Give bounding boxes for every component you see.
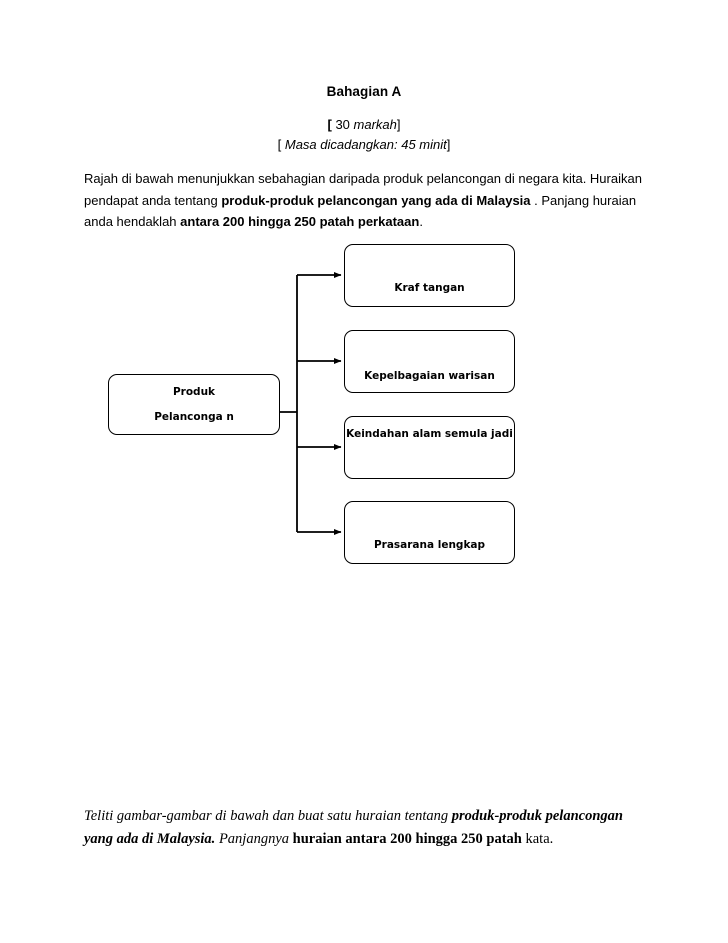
diagram-node-kepelbagaian-warisan: Kepelbagaian warisan <box>344 330 515 393</box>
leaf-label: Kraf tangan <box>394 282 465 294</box>
time-open-bracket: [ <box>277 137 282 152</box>
time-line: [ Masa dicadangkan: 45 minit] <box>0 137 728 152</box>
footer-italic-2: Panjangnya <box>215 831 293 847</box>
marks-line: [ 30 markah] <box>0 117 728 132</box>
instruction-part-3: . <box>419 214 423 229</box>
instruction-part-2: . Panjang huraian anda hendaklah <box>84 192 637 230</box>
marks-close-bracket: ] <box>396 117 401 132</box>
time-close-bracket: ] <box>446 137 451 152</box>
leaf-label: Prasarana lengkap <box>373 539 486 551</box>
leaf-label: Keindahan alam semula jadi <box>346 428 513 440</box>
footer-bolditalic-1: produk-produk pelancongan yang ada di Ma… <box>84 808 623 847</box>
time-text: Masa dicadangkan: 45 minit <box>284 137 447 152</box>
instruction-paragraph: Rajah di bawah menunjukkan sebahagian da… <box>84 168 644 233</box>
page-title: Bahagian A <box>326 84 402 99</box>
root-label-line-1: Produk <box>172 386 216 398</box>
footer-plain-1: kata. <box>525 831 554 847</box>
marks-value: 30 <box>335 117 350 132</box>
diagram-node-root: Produk Pelanconga n <box>108 374 280 435</box>
instruction-bold-1: produk-produk pelancongan yang ada di Ma… <box>221 192 531 208</box>
marks-unit: markah <box>353 117 397 132</box>
root-label-line-2: Pelanconga n <box>154 411 234 423</box>
diagram-node-prasarana-lengkap: Prasarana lengkap <box>344 501 515 564</box>
diagram-node-keindahan-alam-semula-jadi: Keindahan alam semula jadi <box>344 416 515 479</box>
diagram-node-kraf-tangan: Kraf tangan <box>344 244 515 307</box>
footer-italic-1: Teliti gambar-gambar di bawah dan buat s… <box>84 808 452 824</box>
instruction-bold-2: antara 200 hingga 250 patah perkataan <box>180 214 420 229</box>
marks-open-bracket: [ <box>327 117 332 132</box>
instruction-part-1: Rajah di bawah menunjukkan sebahagian da… <box>84 171 642 208</box>
footer-paragraph: Teliti gambar-gambar di bawah dan buat s… <box>84 805 644 851</box>
footer-bold-1: huraian antara 200 hingga 250 patah <box>292 831 526 847</box>
leaf-label: Kepelbagaian warisan <box>364 370 495 382</box>
